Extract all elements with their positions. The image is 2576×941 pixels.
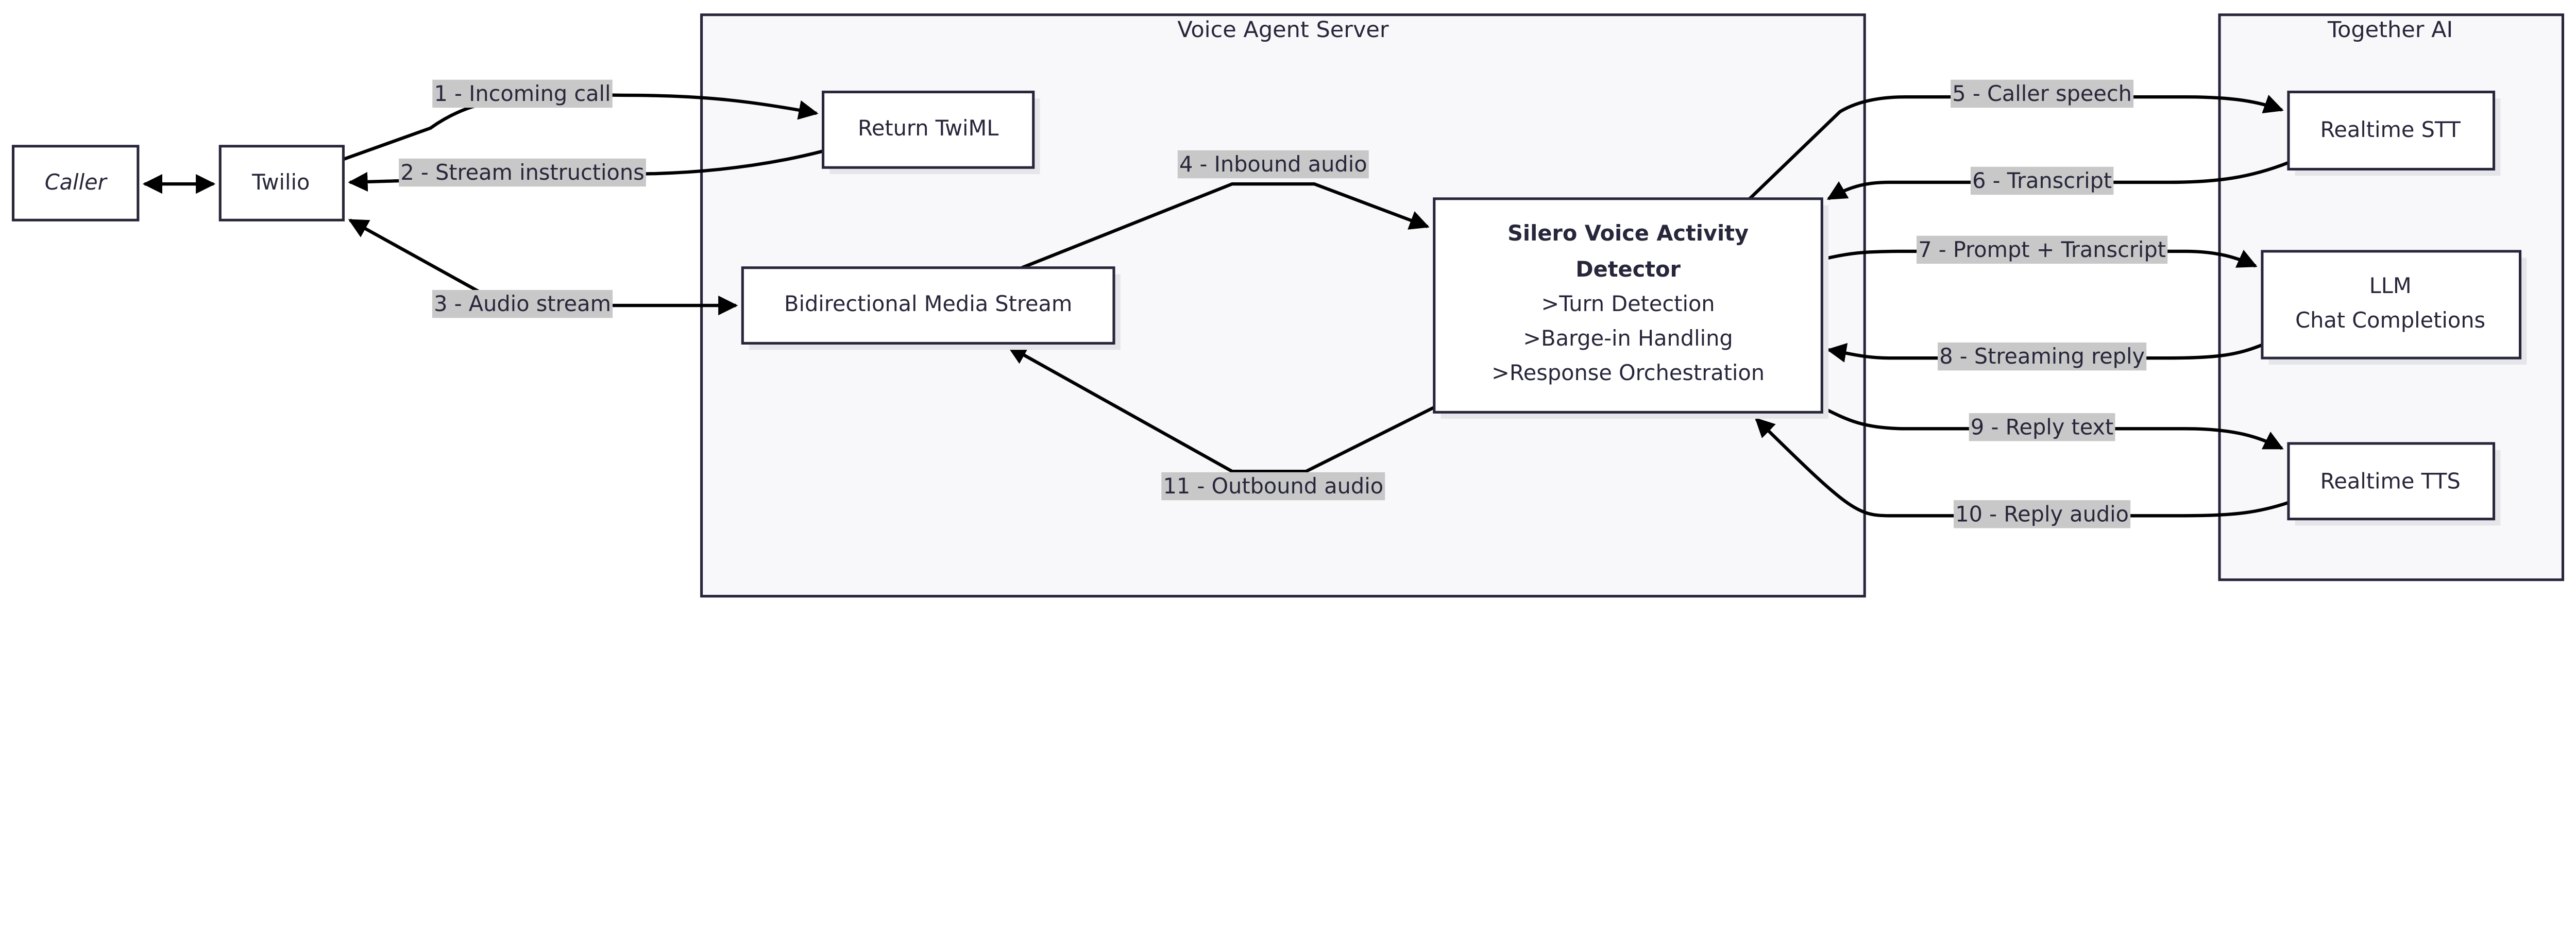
edge-label-1: 1 - Incoming call bbox=[432, 79, 613, 108]
node-title: Silero Voice Activity bbox=[1507, 221, 1749, 246]
edge-label-text: 1 - Incoming call bbox=[434, 81, 611, 106]
edge-label-text: 2 - Stream instructions bbox=[400, 160, 644, 185]
edge-label-text: 4 - Inbound audio bbox=[1179, 152, 1367, 177]
node-label: Return TwiML bbox=[858, 116, 998, 141]
node-llm: LLM Chat Completions bbox=[2261, 250, 2527, 365]
node-title: Detector bbox=[1575, 257, 1681, 282]
node-line: >Barge-in Handling bbox=[1523, 326, 1733, 351]
edge-label-8: 8 - Streaming reply bbox=[1938, 342, 2147, 371]
node-realtime-stt: Realtime STT bbox=[2287, 91, 2501, 176]
cluster-title: Together AI bbox=[2327, 17, 2453, 43]
edge-label-background bbox=[432, 79, 613, 108]
edge-label-text: 3 - Audio stream bbox=[434, 292, 611, 316]
edge-label-7: 7 - Prompt + Transcript bbox=[1917, 235, 2168, 264]
node-label: Realtime STT bbox=[2320, 117, 2461, 142]
edge-label-text: 5 - Caller speech bbox=[1952, 81, 2132, 106]
edge-label-5: 5 - Caller speech bbox=[1951, 79, 2134, 108]
node-label: Chat Completions bbox=[2295, 308, 2485, 333]
node-line: >Response Orchestration bbox=[1492, 361, 1765, 385]
cluster-title: Voice Agent Server bbox=[1177, 17, 1389, 43]
edge-label-2: 2 - Stream instructions bbox=[399, 158, 646, 187]
edge-10 bbox=[1755, 417, 2289, 518]
edge-label-text: 8 - Streaming reply bbox=[1939, 344, 2145, 369]
edge-11 bbox=[1007, 345, 1435, 473]
edge-7 bbox=[1821, 249, 2258, 268]
edge-label-3: 3 - Audio stream bbox=[432, 289, 613, 318]
edge-label-text: 6 - Transcript bbox=[1972, 168, 2112, 193]
node-return-twiml: Return TwiML bbox=[822, 91, 1040, 175]
edge-2 bbox=[348, 149, 824, 192]
edge-labels: 1 - Incoming call 2 - Stream instructions… bbox=[399, 79, 2168, 528]
edge-label-background bbox=[1938, 342, 2147, 371]
edge-label-background bbox=[1954, 500, 2131, 528]
node-silero-vad: Silero Voice Activity Detector >Turn Det… bbox=[1433, 197, 1829, 419]
edge-label-background bbox=[1970, 166, 2114, 195]
edge-4 bbox=[1021, 182, 1430, 269]
edge-label-background bbox=[1177, 150, 1369, 179]
edge-label-text: 10 - Reply audio bbox=[1955, 502, 2129, 526]
edge-label-background bbox=[399, 158, 646, 187]
edge-label-text: 7 - Prompt + Transcript bbox=[1918, 237, 2166, 262]
node-label: LLM bbox=[2369, 273, 2412, 298]
edge-label-background bbox=[1951, 79, 2134, 108]
edge-label-10: 10 - Reply audio bbox=[1954, 500, 2131, 528]
edge-6 bbox=[1826, 161, 2290, 200]
node-twilio: Twilio bbox=[218, 145, 345, 221]
node-line: >Turn Detection bbox=[1541, 292, 1715, 316]
node-label: Caller bbox=[45, 170, 108, 195]
edge-label-text: 11 - Outbound audio bbox=[1163, 474, 1383, 499]
edge-label-text: 9 - Reply text bbox=[1971, 415, 2113, 439]
edge-5 bbox=[1748, 95, 2284, 200]
edge-label-9: 9 - Reply text bbox=[1969, 413, 2115, 441]
edge-label-11: 11 - Outbound audio bbox=[1161, 472, 1385, 501]
architecture-diagram: Voice Agent Server Together AI Caller Tw… bbox=[11, 13, 2565, 598]
edge-label-background bbox=[1161, 472, 1385, 501]
edge-label-background bbox=[1917, 235, 2168, 264]
node-label: Realtime TTS bbox=[2320, 469, 2460, 493]
node-label: Twilio bbox=[251, 170, 310, 195]
edge-8 bbox=[1826, 343, 2263, 363]
node-bidirectional-media-stream: Bidirectional Media Stream bbox=[741, 266, 1121, 350]
node-label: Bidirectional Media Stream bbox=[784, 292, 1072, 316]
edge-label-4: 4 - Inbound audio bbox=[1177, 150, 1369, 179]
node-realtime-tts: Realtime TTS bbox=[2287, 442, 2501, 526]
edge-label-6: 6 - Transcript bbox=[1970, 166, 2114, 195]
edge-label-background bbox=[1969, 413, 2115, 441]
node-caller: Caller bbox=[11, 145, 140, 221]
edge-label-background bbox=[432, 289, 613, 318]
